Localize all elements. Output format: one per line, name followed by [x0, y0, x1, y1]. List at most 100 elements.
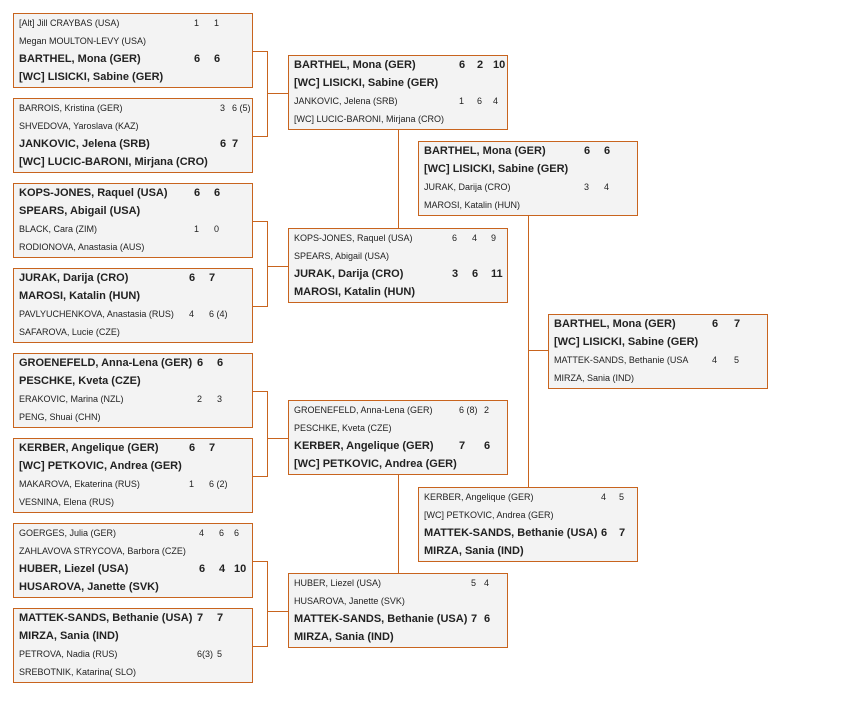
player-line: [WC] LISICKI, Sabine (GER) — [14, 70, 254, 84]
set-score: 6 — [452, 233, 458, 243]
player-line: MATTEK-SANDS, Bethanie (USA) 7 7 — [14, 611, 254, 625]
player-line: SREBOTNIK, Katarina( SLO) — [14, 665, 254, 679]
player-name: VESNINA, Elena (RUS) — [19, 497, 115, 507]
set-score: 6 — [484, 440, 491, 452]
player-name: BARTHEL, Mona (GER) — [19, 53, 141, 65]
set-score: 6 — [214, 53, 221, 65]
set-score: 1 — [214, 18, 220, 28]
player-name: MIRZA, Sania (IND) — [424, 545, 524, 557]
player-line: SPEARS, Abigail (USA) — [289, 249, 509, 263]
set-score: 1 — [189, 479, 195, 489]
player-line: KERBER, Angelique (GER) 6 7 — [14, 441, 254, 455]
set-score: 6 — [220, 138, 227, 150]
set-score: 6(3) — [197, 649, 214, 659]
set-score: 5 — [734, 355, 740, 365]
player-name: HUBER, Liezel (USA) — [294, 578, 382, 588]
player-name: PESCHKE, Kveta (CZE) — [19, 375, 141, 387]
player-name: MATTEK-SANDS, Bethanie (USA) — [19, 612, 193, 624]
connector-line — [267, 51, 268, 137]
set-score: 3 — [452, 268, 459, 280]
set-score: 6 — [194, 53, 201, 65]
set-score: 3 — [584, 182, 590, 192]
player-name: SHVEDOVA, Yaroslava (KAZ) — [19, 121, 139, 131]
set-score: 6 — [601, 527, 608, 539]
player-line: Megan MOULTON-LEVY (USA) — [14, 34, 254, 48]
set-score: 6 — [219, 528, 225, 538]
set-score: 4 — [712, 355, 718, 365]
set-score: 5 — [471, 578, 477, 588]
player-name: BARTHEL, Mona (GER) — [554, 318, 676, 330]
player-name: ZAHLAVOVA STRYCOVA, Barbora (CZE) — [19, 546, 186, 556]
player-name: JANKOVIC, Jelena (SRB) — [19, 138, 150, 150]
set-score: 6 — [712, 318, 719, 330]
set-score: 7 — [197, 612, 204, 624]
set-score: 6 — [584, 145, 591, 157]
set-score: 7 — [209, 442, 216, 454]
set-score: 3 — [217, 394, 223, 404]
set-score: 9 — [491, 233, 497, 243]
player-name: [Alt] Jill CRAYBAS (USA) — [19, 18, 120, 28]
player-name: MAROSI, Katalin (HUN) — [294, 286, 415, 298]
player-name: [WC] LISICKI, Sabine (GER) — [294, 77, 439, 89]
set-score: 6 — [189, 272, 196, 284]
player-name: GROENEFELD, Anna-Lena (GER) — [294, 405, 433, 415]
player-name: [WC] LISICKI, Sabine (GER) — [554, 336, 699, 348]
player-name: PESCHKE, Kveta (CZE) — [294, 423, 392, 433]
player-name: KERBER, Angelique (GER) — [19, 442, 159, 454]
set-score: 11 — [491, 268, 503, 280]
player-name: RODIONOVA, Anastasia (AUS) — [19, 242, 145, 252]
player-name: JURAK, Darija (CRO) — [294, 268, 404, 280]
set-score: 4 — [601, 492, 607, 502]
connector-line — [528, 216, 529, 487]
player-name: [WC] PETKOVIC, Andrea (GER) — [424, 510, 554, 520]
set-score: 1 — [194, 224, 200, 234]
player-line: PESCHKE, Kveta (CZE) — [289, 421, 509, 435]
player-name: [WC] PETKOVIC, Andrea (GER) — [19, 460, 182, 472]
connector-line — [267, 391, 268, 477]
connector-line — [267, 221, 268, 307]
player-name: KOPS-JONES, Raquel (USA) — [294, 233, 413, 243]
set-score: 5 — [217, 649, 223, 659]
connector-line — [398, 475, 399, 573]
player-line: [WC] PETKOVIC, Andrea (GER) — [14, 459, 254, 473]
player-name: MIRZA, Sania (IND) — [294, 631, 394, 643]
player-name: MAROSI, Katalin (HUN) — [19, 290, 140, 302]
player-name: JANKOVIC, Jelena (SRB) — [294, 96, 398, 106]
set-score: 10 — [493, 59, 506, 71]
connector-line — [267, 266, 288, 267]
connector-line — [253, 561, 268, 562]
set-score: 6 — [459, 59, 466, 71]
set-score: 7 — [217, 612, 224, 624]
set-score: 7 — [734, 318, 741, 330]
player-line: MIRZA, Sania (IND) — [419, 544, 639, 558]
connector-line — [253, 51, 268, 52]
player-line: BARTHEL, Mona (GER) 6 6 — [14, 52, 254, 66]
player-name: [WC] LISICKI, Sabine (GER) — [424, 163, 569, 175]
player-line: GROENEFELD, Anna-Lena (GER)6 (8)2 — [289, 403, 509, 417]
set-score: 6 — [197, 357, 204, 369]
player-line: SAFAROVA, Lucie (CZE) — [14, 325, 254, 339]
set-score: 6 — [194, 187, 201, 199]
set-score: 6 — [189, 442, 196, 454]
player-line: [WC] PETKOVIC, Andrea (GER) — [419, 508, 639, 522]
match-box: KERBER, Angelique (GER) 6 7 [WC] PETKOVIC, … — [13, 438, 253, 513]
